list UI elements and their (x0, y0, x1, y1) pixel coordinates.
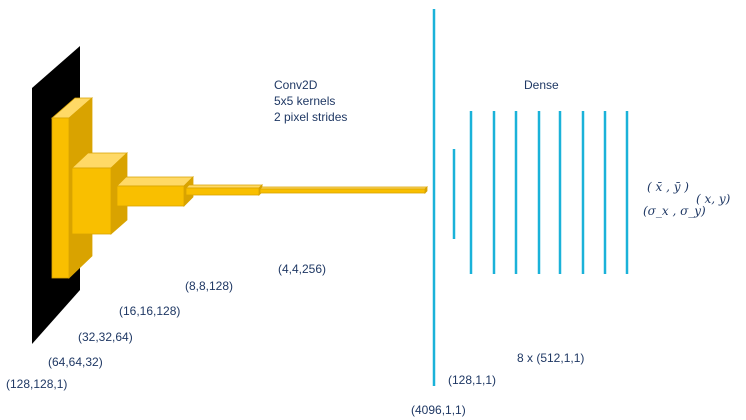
shape-label-dense-128: (128,1,1) (448, 373, 497, 387)
shape-label-layer-2: (32,32,64) (78, 330, 133, 344)
output-position-label: ( x, y) (696, 192, 731, 206)
conv-kernels-label: 5x5 kernels (274, 94, 336, 108)
conv-block-4 (185, 184, 263, 196)
conv-block-2-front (71, 167, 112, 235)
output-sigma-text: (σ_x , σ_y) (643, 204, 706, 218)
shape-label-input: (128,128,1) (6, 377, 68, 391)
shape-label-flatten: (4096,1,1) (411, 403, 466, 417)
conv-block-4-top (185, 184, 263, 189)
shape-label-layer-1: (64,64,32) (48, 355, 103, 369)
shape-label-layer-3: (16,16,128) (119, 304, 181, 318)
conv-block-1-front (51, 117, 70, 279)
conv-block-3 (116, 176, 194, 207)
output-mean-label: ( x̄ , ȳ ) (647, 180, 689, 194)
output-mean-text: ( x̄ , ȳ ) (647, 180, 689, 194)
dense-title: Dense (524, 78, 559, 92)
conv-block-2 (70, 152, 129, 235)
conv-strides-label: 2 pixel strides (274, 110, 348, 124)
shape-label-layer-5: (4,4,256) (278, 262, 327, 276)
shape-label-layer-4: (8,8,128) (185, 279, 234, 293)
conv-block-3-top (116, 176, 194, 187)
output-sigma-label: (σ_x , σ_y) (643, 204, 706, 218)
conv-block-4-front (185, 187, 260, 196)
shape-label-dense-512: 8 x (512,1,1) (517, 351, 585, 365)
conv-block-5 (259, 186, 428, 194)
conv-block-5-front (259, 188, 426, 194)
conv-block-3-front (116, 185, 185, 207)
conv-title: Conv2D (274, 78, 318, 92)
